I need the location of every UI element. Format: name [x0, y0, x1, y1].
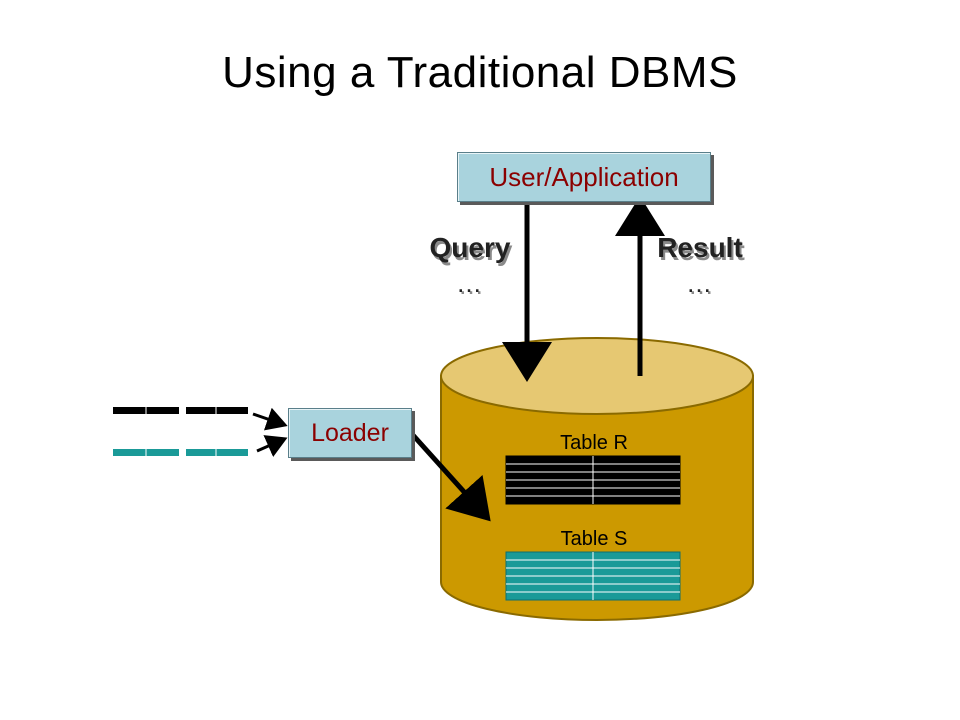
- table-r-grid: [505, 455, 681, 505]
- result-ellipsis: …: [686, 268, 714, 298]
- table-r-label: Table R: [560, 432, 628, 454]
- user-application-box: User/Application: [457, 152, 711, 202]
- cylinder-top: [440, 337, 754, 415]
- raw-to-loader-arrow-bottom: [256, 435, 288, 458]
- table-s-label: Table S: [560, 528, 628, 550]
- raw-data-r-segments: [113, 407, 248, 414]
- loader-label: Loader: [311, 418, 389, 447]
- loader-to-table-arrow: [410, 432, 491, 522]
- query-ellipsis: …: [456, 268, 484, 298]
- loader-box: Loader: [288, 408, 412, 458]
- user-application-label: User/Application: [489, 161, 679, 192]
- raw-to-loader-arrow-top: [252, 407, 288, 431]
- result-label: Result: [657, 232, 743, 263]
- slide-title: Using a Traditional DBMS: [222, 48, 738, 97]
- table-s-grid: [505, 551, 681, 601]
- raw-data-s-segments: [113, 449, 248, 456]
- query-label: Query: [429, 232, 511, 263]
